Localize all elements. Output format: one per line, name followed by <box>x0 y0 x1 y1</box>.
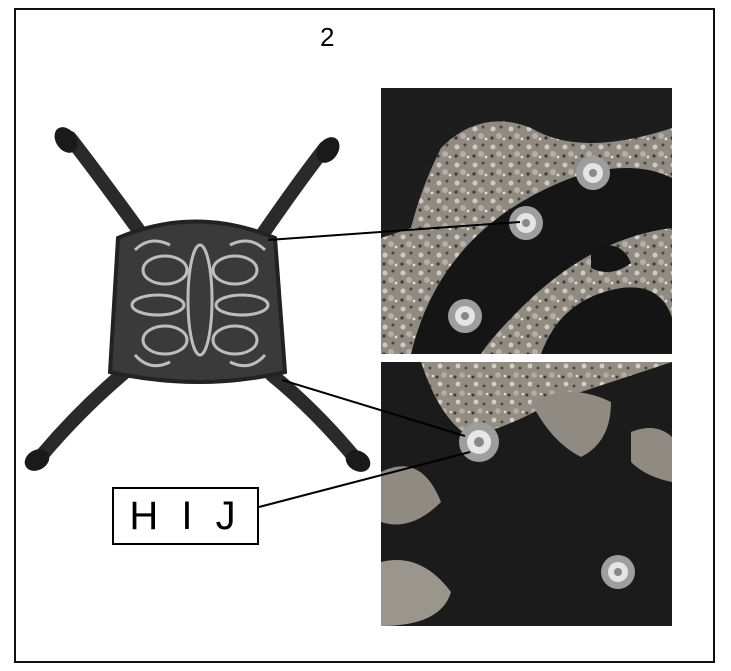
callout-line-label <box>259 452 470 507</box>
parts-label-box: H I J <box>112 487 259 545</box>
callout-line-top <box>268 222 520 240</box>
callout-line-middle <box>282 380 465 436</box>
